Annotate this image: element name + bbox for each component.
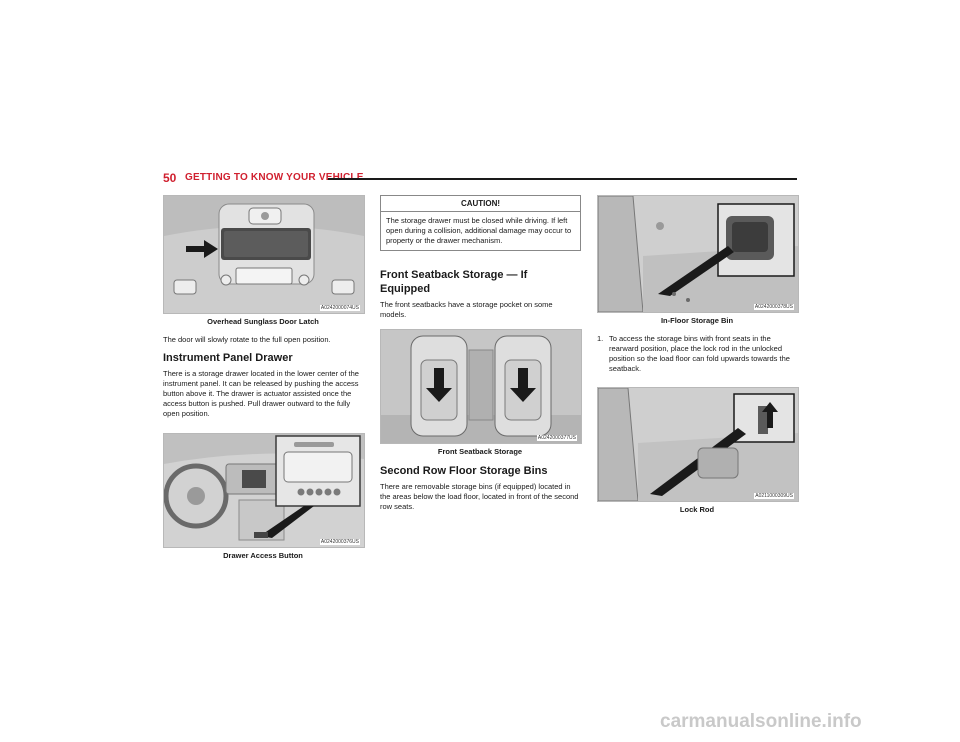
figure-caption: In-Floor Storage Bin — [660, 316, 734, 325]
figure-code: A0242000377US — [536, 435, 577, 441]
step-item: 1. To access the storage bins with front… — [597, 334, 797, 374]
figure-code: A0242000378US — [753, 304, 794, 310]
caution-text: The storage drawer must be closed while … — [386, 216, 572, 245]
section-title: GETTING TO KNOW YOUR VEHICLE — [185, 172, 364, 183]
figure-code: A0211000309US — [754, 493, 794, 499]
paragraph: There are removable storage bins (if equ… — [380, 482, 579, 511]
figure-code: A0242000376US — [319, 539, 360, 545]
paragraph: There is a storage drawer located in the… — [163, 369, 359, 418]
step-text: To access the storage bins with front se… — [609, 334, 790, 373]
overhead-sunglass-door-latch-image: A0242000074US — [163, 195, 365, 314]
watermark: carmanualsonline.info — [660, 711, 862, 732]
section-heading: Second Row Floor Storage Bins — [380, 465, 548, 477]
section-heading: Front Seatback Storage — If Equipped — [380, 269, 528, 295]
column-2: CAUTION! The storage drawer must be clos… — [380, 195, 582, 512]
caution-box: CAUTION! The storage drawer must be clos… — [380, 195, 581, 251]
page-number: 50 — [163, 171, 177, 185]
page-header: 50 GETTING TO KNOW YOUR VEHICLE — [163, 171, 797, 185]
front-seatback-storage-image: A0242000377US — [380, 329, 582, 444]
section-heading: Instrument Panel Drawer — [163, 352, 293, 364]
header-rule — [328, 178, 797, 180]
in-floor-storage-bin-image: A0242000378US — [597, 195, 799, 313]
figure-caption: Drawer Access Button — [223, 551, 303, 560]
column-3: A0242000378US In-Floor Storage Bin 1. To… — [597, 195, 799, 514]
lock-rod-image: A0211000309US — [597, 387, 799, 502]
figure-caption: Front Seatback Storage — [437, 447, 523, 456]
paragraph: The front seatbacks have a storage pocke… — [380, 300, 553, 319]
figure-code: A0242000074US — [319, 305, 360, 311]
figure-caption: Overhead Sunglass Door Latch — [207, 317, 319, 326]
figure-caption: Lock Rod — [679, 505, 715, 514]
paragraph: The door will slowly rotate to the full … — [163, 335, 331, 344]
caution-title: CAUTION! — [381, 196, 580, 212]
column-1: A0242000074US Overhead Sunglass Door Lat… — [163, 195, 365, 560]
drawer-access-button-image: A0242000376US — [163, 433, 365, 548]
step-number: 1. — [597, 334, 604, 343]
